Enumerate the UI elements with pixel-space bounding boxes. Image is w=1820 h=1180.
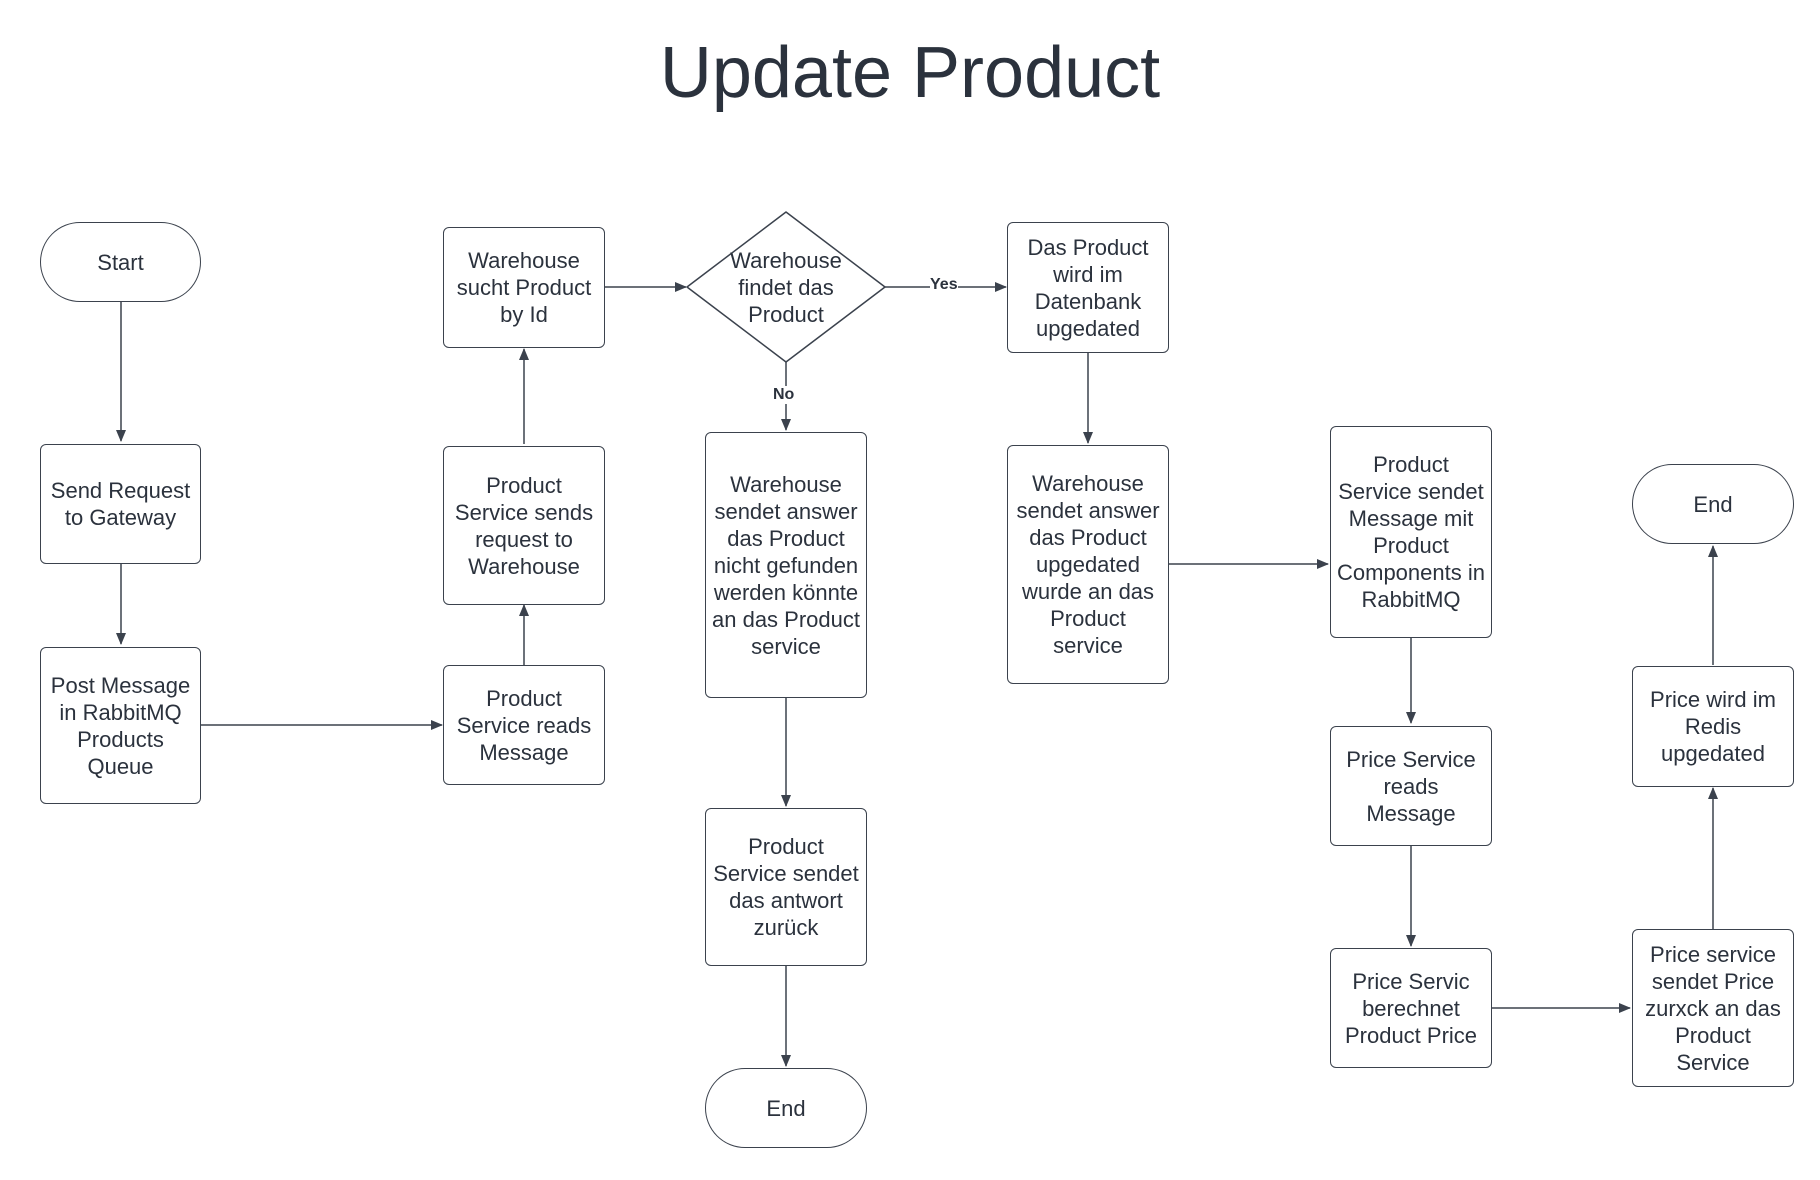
components-message-node: Product Service sendet Message mit Produ… (1330, 426, 1492, 638)
diagram-title: Update Product (659, 33, 1161, 113)
product-answer-node: Product Service sendet das antwort zurüc… (705, 808, 867, 966)
warehouse-updated-node: Warehouse sendet answer das Product upge… (1007, 445, 1169, 684)
decision-diamond (686, 211, 886, 363)
product-sends-node: Product Service sends request to Warehou… (443, 446, 605, 605)
post-message-node: Post Message in RabbitMQ Products Queue (40, 647, 201, 804)
end-middle-node: End (705, 1068, 867, 1148)
warehouse-search-node: Warehouse sucht Product by Id (443, 227, 605, 348)
yes-label: Yes (930, 276, 958, 294)
price-calc-node: Price Servic berechnet Product Price (1330, 948, 1492, 1068)
redis-update-node: Price wird im Redis upgedated (1632, 666, 1794, 787)
product-reads-node: Product Service reads Message (443, 665, 605, 785)
decision-label: Warehouse findet das Product (730, 247, 842, 327)
price-reads-node: Price Service reads Message (1330, 726, 1492, 846)
no-label: No (773, 386, 795, 404)
end-right-node: End (1632, 464, 1794, 544)
db-update-node: Das Product wird im Datenbank upgedated (1007, 222, 1169, 353)
send-request-node: Send Request to Gateway (40, 444, 201, 564)
not-found-node: Warehouse sendet answer das Product nich… (705, 432, 867, 698)
price-send-node: Price service sendet Price zurxck an das… (1632, 929, 1794, 1087)
start-node: Start (40, 222, 201, 302)
